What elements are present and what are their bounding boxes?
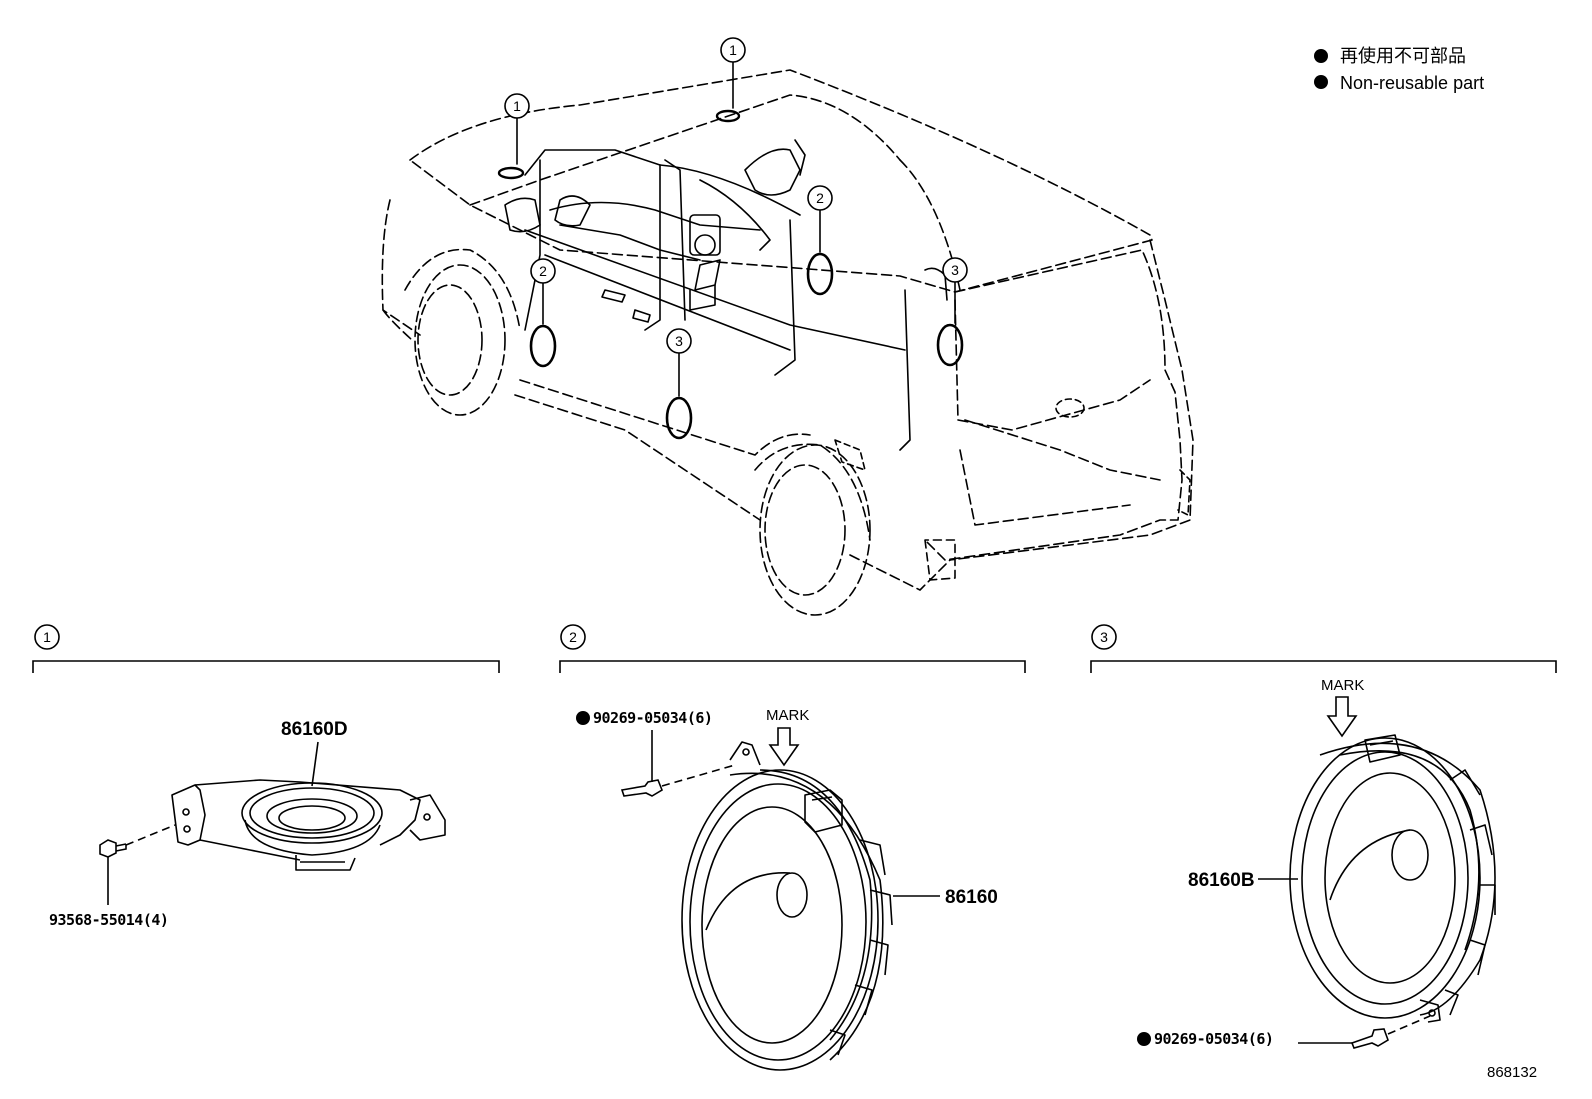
callout-number: 2: [539, 263, 547, 279]
section-3-header: 3: [1090, 624, 1557, 673]
section-number: 3: [1100, 629, 1108, 645]
mark-label: MARK: [1321, 677, 1364, 694]
callout-number: 2: [816, 190, 824, 206]
speaker-location-ring: [806, 252, 834, 296]
callout-number: 3: [951, 262, 959, 278]
fastener-90269-section-3: 90269-05034(6): [1154, 1030, 1273, 1048]
speaker-location-ring: [497, 166, 525, 180]
fastener-93568: 93568-55014(4): [49, 911, 168, 929]
clip-icon: [620, 730, 736, 797]
tweeter-assembly: [171, 779, 446, 871]
section-2-header: 2: [559, 624, 1026, 673]
callout-number: 3: [675, 333, 683, 349]
legend-bullet-icon: [1314, 75, 1328, 89]
speaker-location-ring: [715, 109, 741, 123]
rear-speaker-assembly: [1289, 734, 1496, 1023]
speaker-location-ring: [529, 324, 557, 368]
legend: 再使用不可部品 Non-reusable part: [1314, 46, 1484, 93]
mark-arrow-icon: [1326, 696, 1358, 738]
bolt-icon: [99, 824, 176, 905]
section-1-header: 1: [32, 624, 500, 673]
clip-icon: [1298, 1015, 1431, 1049]
part-number-86160: 86160: [945, 887, 998, 908]
vehicle-callouts: 1 1 2 2 3 3: [504, 37, 968, 354]
fastener-90269-section-2: 90269-05034(6): [593, 709, 712, 727]
door-speaker-assembly: [681, 741, 893, 1071]
non-reusable-marker-icon: [1137, 1032, 1151, 1046]
legend-bullet-icon: [1314, 49, 1328, 63]
illustration-id: 868132: [1487, 1064, 1537, 1081]
section-number: 2: [569, 629, 577, 645]
section-number: 1: [43, 629, 51, 645]
non-reusable-marker-icon: [576, 711, 590, 725]
speaker-location-ring: [936, 323, 964, 367]
callout-number: 1: [513, 98, 521, 114]
part-number-86160B: 86160B: [1188, 870, 1255, 891]
mark-arrow-icon: [768, 727, 800, 767]
callout-number: 1: [729, 42, 737, 58]
legend-japanese: 再使用不可部品: [1340, 46, 1466, 66]
mark-label: MARK: [766, 707, 809, 724]
legend-english: Non-reusable part: [1340, 73, 1484, 93]
speaker-location-ring: [665, 396, 693, 440]
part-number-86160D: 86160D: [281, 719, 348, 740]
vehicle-illustration: [381, 61, 1194, 616]
